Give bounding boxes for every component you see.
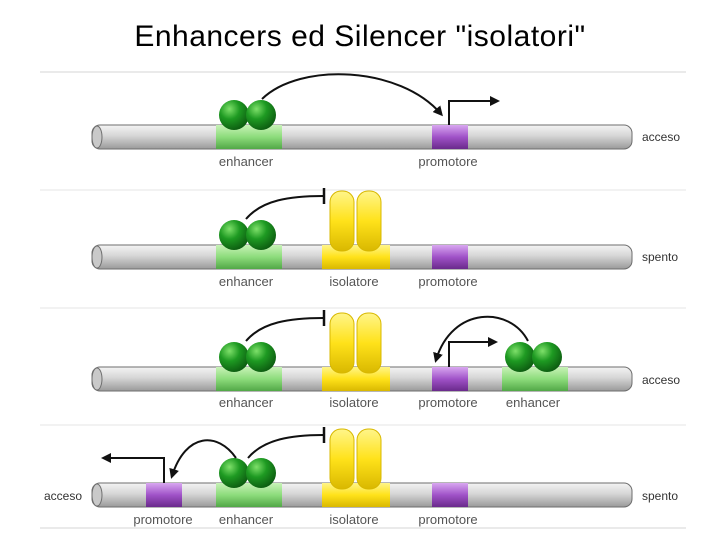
enhancer-label-2: enhancer bbox=[506, 395, 561, 410]
activator-protein bbox=[219, 342, 249, 372]
insulator-region bbox=[322, 483, 390, 507]
insulator-protein bbox=[329, 428, 382, 490]
transcription-start-arrow bbox=[101, 453, 165, 483]
promoter-region bbox=[432, 367, 468, 391]
enhancer-label: enhancer bbox=[219, 512, 274, 527]
enhancer-region bbox=[216, 483, 282, 507]
slide-title: Enhancers ed Silencer "isolatori" bbox=[134, 20, 586, 53]
insulator-region bbox=[322, 367, 390, 391]
status-label: spento bbox=[642, 250, 678, 264]
promoter-region bbox=[432, 245, 468, 269]
row-1: enhancer promotore acceso bbox=[91, 73, 680, 169]
enhancer-region bbox=[216, 245, 282, 269]
promoter-label: promotore bbox=[418, 154, 477, 169]
insulator-label: isolatore bbox=[329, 274, 378, 289]
promoter-label: promotore bbox=[418, 395, 477, 410]
status-label-right: spento bbox=[642, 489, 678, 503]
enhancer-region bbox=[216, 367, 282, 391]
activator-protein bbox=[219, 100, 249, 130]
enhancer-interaction-arrow bbox=[433, 315, 529, 363]
row-3: enhancer isolatore promotore enhancer ac… bbox=[91, 310, 680, 410]
row-2: enhancer isolatore promotore spento bbox=[91, 188, 678, 289]
enhancer-label: enhancer bbox=[219, 274, 274, 289]
row-4: promotore enhancer isolatore promotore a… bbox=[44, 427, 678, 527]
separators bbox=[40, 71, 686, 529]
status-label: acceso bbox=[642, 373, 680, 387]
status-label-left: acceso bbox=[44, 489, 82, 503]
enhancer-label: enhancer bbox=[219, 154, 274, 169]
insulator-protein bbox=[329, 312, 382, 374]
insulator-label: isolatore bbox=[329, 512, 378, 527]
activator-protein-2 bbox=[505, 342, 535, 372]
promoter-region-left bbox=[146, 483, 182, 507]
dna-strand bbox=[91, 124, 633, 150]
enhancer-interaction-arrow bbox=[169, 439, 237, 479]
enhancer-interaction-arrow bbox=[261, 73, 443, 117]
promoter-label: promotore bbox=[418, 274, 477, 289]
transcription-start-arrow bbox=[448, 337, 498, 367]
enhancer-label: enhancer bbox=[219, 395, 274, 410]
transcription-start-arrow bbox=[448, 96, 500, 125]
insulator-protein bbox=[329, 190, 382, 252]
blocked-interaction-arrow bbox=[247, 434, 324, 459]
enhancer-region bbox=[216, 125, 282, 149]
activator-protein bbox=[219, 458, 249, 488]
activator-protein bbox=[219, 220, 249, 250]
promoter-region bbox=[432, 483, 468, 507]
promoter-label: promotore bbox=[418, 512, 477, 527]
promoter-label-left: promotore bbox=[133, 512, 192, 527]
blocked-interaction-arrow bbox=[245, 195, 324, 220]
enhancer-region-2 bbox=[502, 367, 568, 391]
promoter-region bbox=[432, 125, 468, 149]
status-label: acceso bbox=[642, 130, 680, 144]
insulator-region bbox=[322, 245, 390, 269]
insulator-label: isolatore bbox=[329, 395, 378, 410]
blocked-interaction-arrow bbox=[245, 317, 324, 342]
